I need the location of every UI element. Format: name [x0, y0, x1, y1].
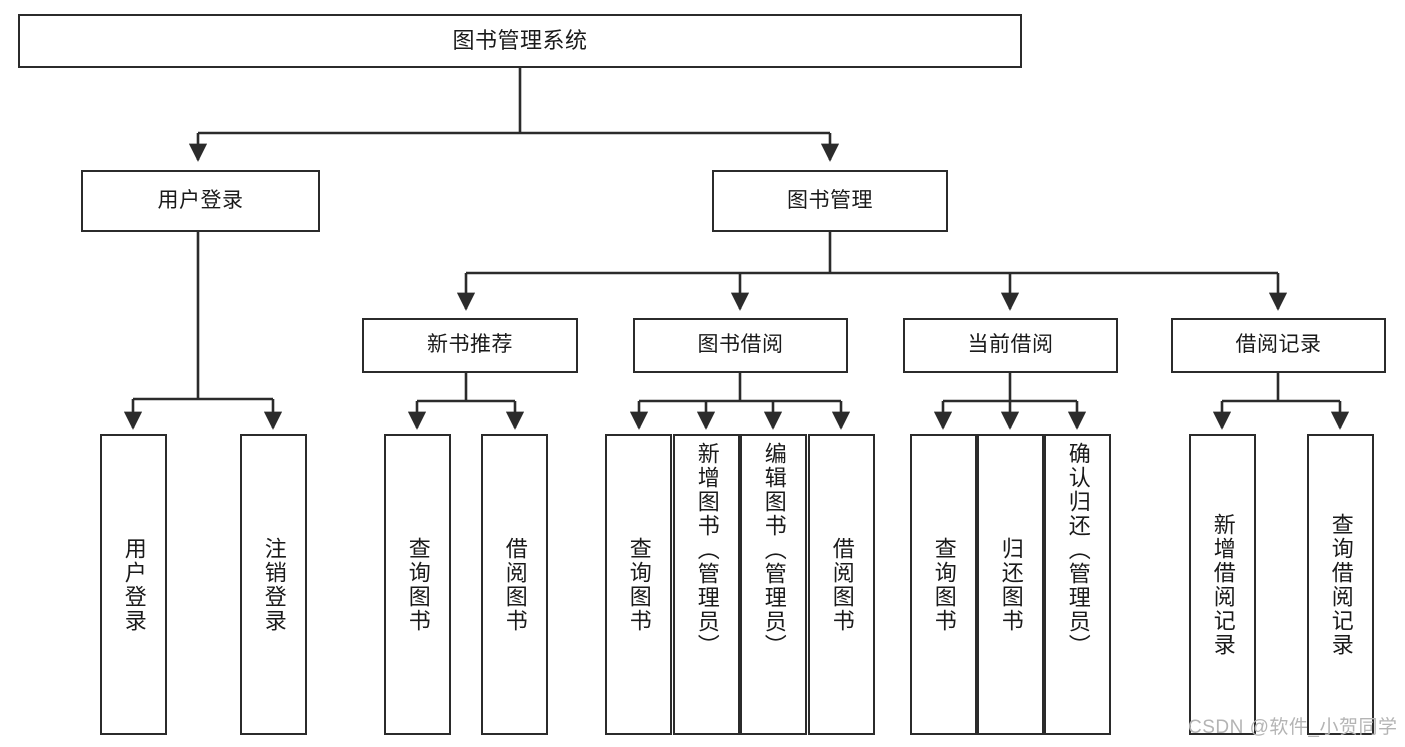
node-book-borrow[interactable]: 图书借阅: [633, 318, 848, 373]
node-book-borrow-label: 图书借阅: [697, 333, 784, 357]
node-book-management[interactable]: 图书管理: [712, 170, 948, 232]
leaf-return-book[interactable]: 归还图书: [977, 434, 1044, 735]
node-user-login[interactable]: 用户登录: [81, 170, 320, 232]
node-borrow-record-label: 借阅记录: [1235, 333, 1322, 357]
leaf-return-book-label: 归还图书: [998, 536, 1024, 633]
leaf-confirm-return-admin[interactable]: 确认归还（管理员）: [1044, 434, 1111, 735]
leaf-add-book-admin[interactable]: 新增图书（管理员）: [673, 434, 740, 735]
leaf-query-book-current[interactable]: 查询图书: [910, 434, 977, 735]
node-user-login-label: 用户登录: [157, 188, 244, 212]
node-new-book-recommend[interactable]: 新书推荐: [362, 318, 578, 373]
leaf-edit-book-admin[interactable]: 编辑图书（管理员）: [740, 434, 807, 735]
node-current-borrow[interactable]: 当前借阅: [903, 318, 1118, 373]
leaf-borrow-book-label: 借阅图书: [829, 536, 855, 633]
leaf-borrow-book-recommend[interactable]: 借阅图书: [481, 434, 548, 735]
leaf-user-login[interactable]: 用户登录: [100, 434, 167, 735]
watermark-text: CSDN @软件_小贺同学: [1188, 717, 1398, 738]
leaf-borrow-book[interactable]: 借阅图书: [808, 434, 875, 735]
leaf-query-book-borrow[interactable]: 查询图书: [605, 434, 672, 735]
leaf-confirm-return-admin-label: 确认归还（管理员）: [1065, 442, 1091, 658]
node-book-management-label: 图书管理: [787, 188, 873, 212]
leaf-logout[interactable]: 注销登录: [240, 434, 307, 735]
leaf-query-book-recommend[interactable]: 查询图书: [384, 434, 451, 735]
node-root-label: 图书管理系统: [452, 27, 588, 53]
leaf-query-borrow-record-label: 查询借阅记录: [1328, 512, 1354, 657]
leaf-borrow-book-recommend-label: 借阅图书: [502, 536, 528, 633]
node-root[interactable]: 图书管理系统: [18, 14, 1022, 68]
leaf-query-borrow-record[interactable]: 查询借阅记录: [1307, 434, 1374, 735]
leaf-logout-label: 注销登录: [261, 536, 287, 633]
node-borrow-record[interactable]: 借阅记录: [1171, 318, 1386, 373]
node-new-book-recommend-label: 新书推荐: [427, 333, 513, 357]
leaf-add-borrow-record[interactable]: 新增借阅记录: [1189, 434, 1256, 735]
leaf-query-book-current-label: 查询图书: [931, 536, 957, 633]
leaf-add-book-admin-label: 新增图书（管理员）: [694, 442, 720, 658]
leaf-user-login-label: 用户登录: [121, 536, 147, 633]
node-current-borrow-label: 当前借阅: [967, 333, 1054, 357]
leaf-query-book-recommend-label: 查询图书: [405, 536, 431, 633]
leaf-query-book-borrow-label: 查询图书: [626, 536, 652, 633]
leaf-add-borrow-record-label: 新增借阅记录: [1210, 512, 1236, 657]
leaf-edit-book-admin-label: 编辑图书（管理员）: [761, 442, 787, 658]
